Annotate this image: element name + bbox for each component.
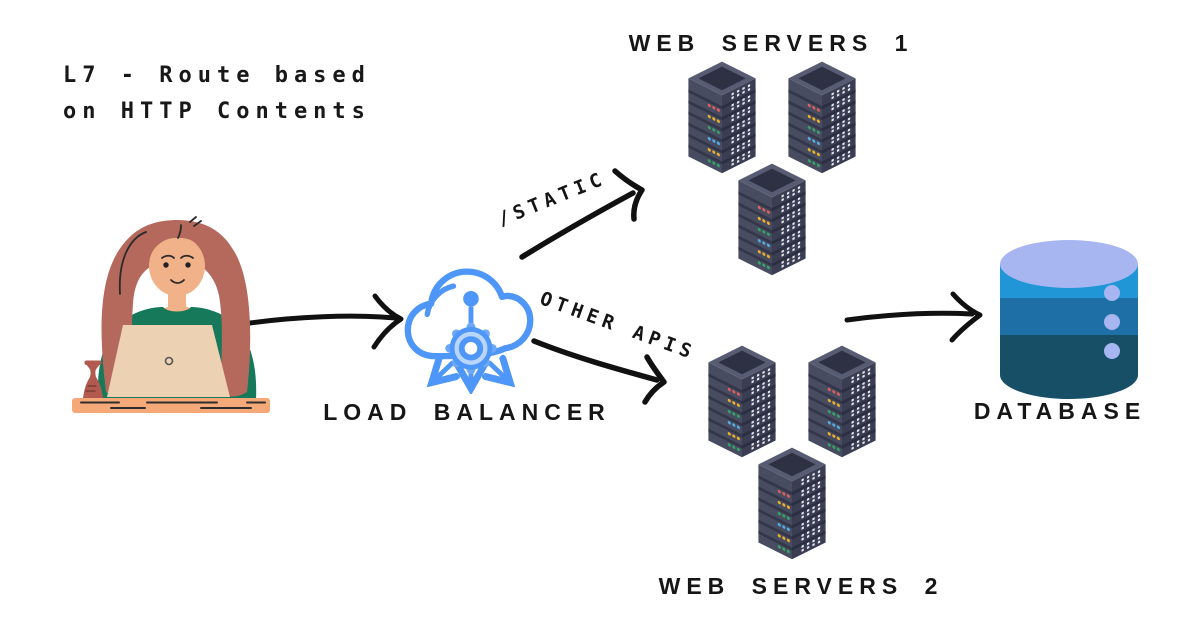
gear-icon xyxy=(445,322,497,375)
heading-line-2: on HTTP Contents xyxy=(63,99,371,124)
arrow-other-apis-route xyxy=(531,338,667,405)
database-cylinder-icon xyxy=(1000,240,1138,399)
heading-line-1: L7 - Route based xyxy=(63,63,371,88)
edge-label-other-apis: OTHER APIS xyxy=(536,287,699,365)
vase-icon xyxy=(83,360,103,398)
web-servers-1-label: WEB SERVERS 1 xyxy=(628,30,914,56)
edge-label-static: /STATIC xyxy=(494,167,610,231)
server-rack-icon xyxy=(808,345,876,458)
server-rack-icon xyxy=(788,61,856,174)
server-rack-icon xyxy=(688,61,756,174)
server-rack-icon xyxy=(738,163,806,276)
server-rack-icon xyxy=(758,447,826,560)
web-servers-2-label: WEB SERVERS 2 xyxy=(658,573,944,599)
person-laptop-illustration xyxy=(72,216,270,413)
database-label: DATABASE xyxy=(973,398,1147,424)
diagram-heading: L7 - Route based on HTTP Contents xyxy=(63,58,371,130)
load-balancer-label: LOAD BALANCER xyxy=(323,399,611,425)
cloud-gear-icon xyxy=(404,268,534,394)
arrow-servers-to-database xyxy=(844,291,983,343)
